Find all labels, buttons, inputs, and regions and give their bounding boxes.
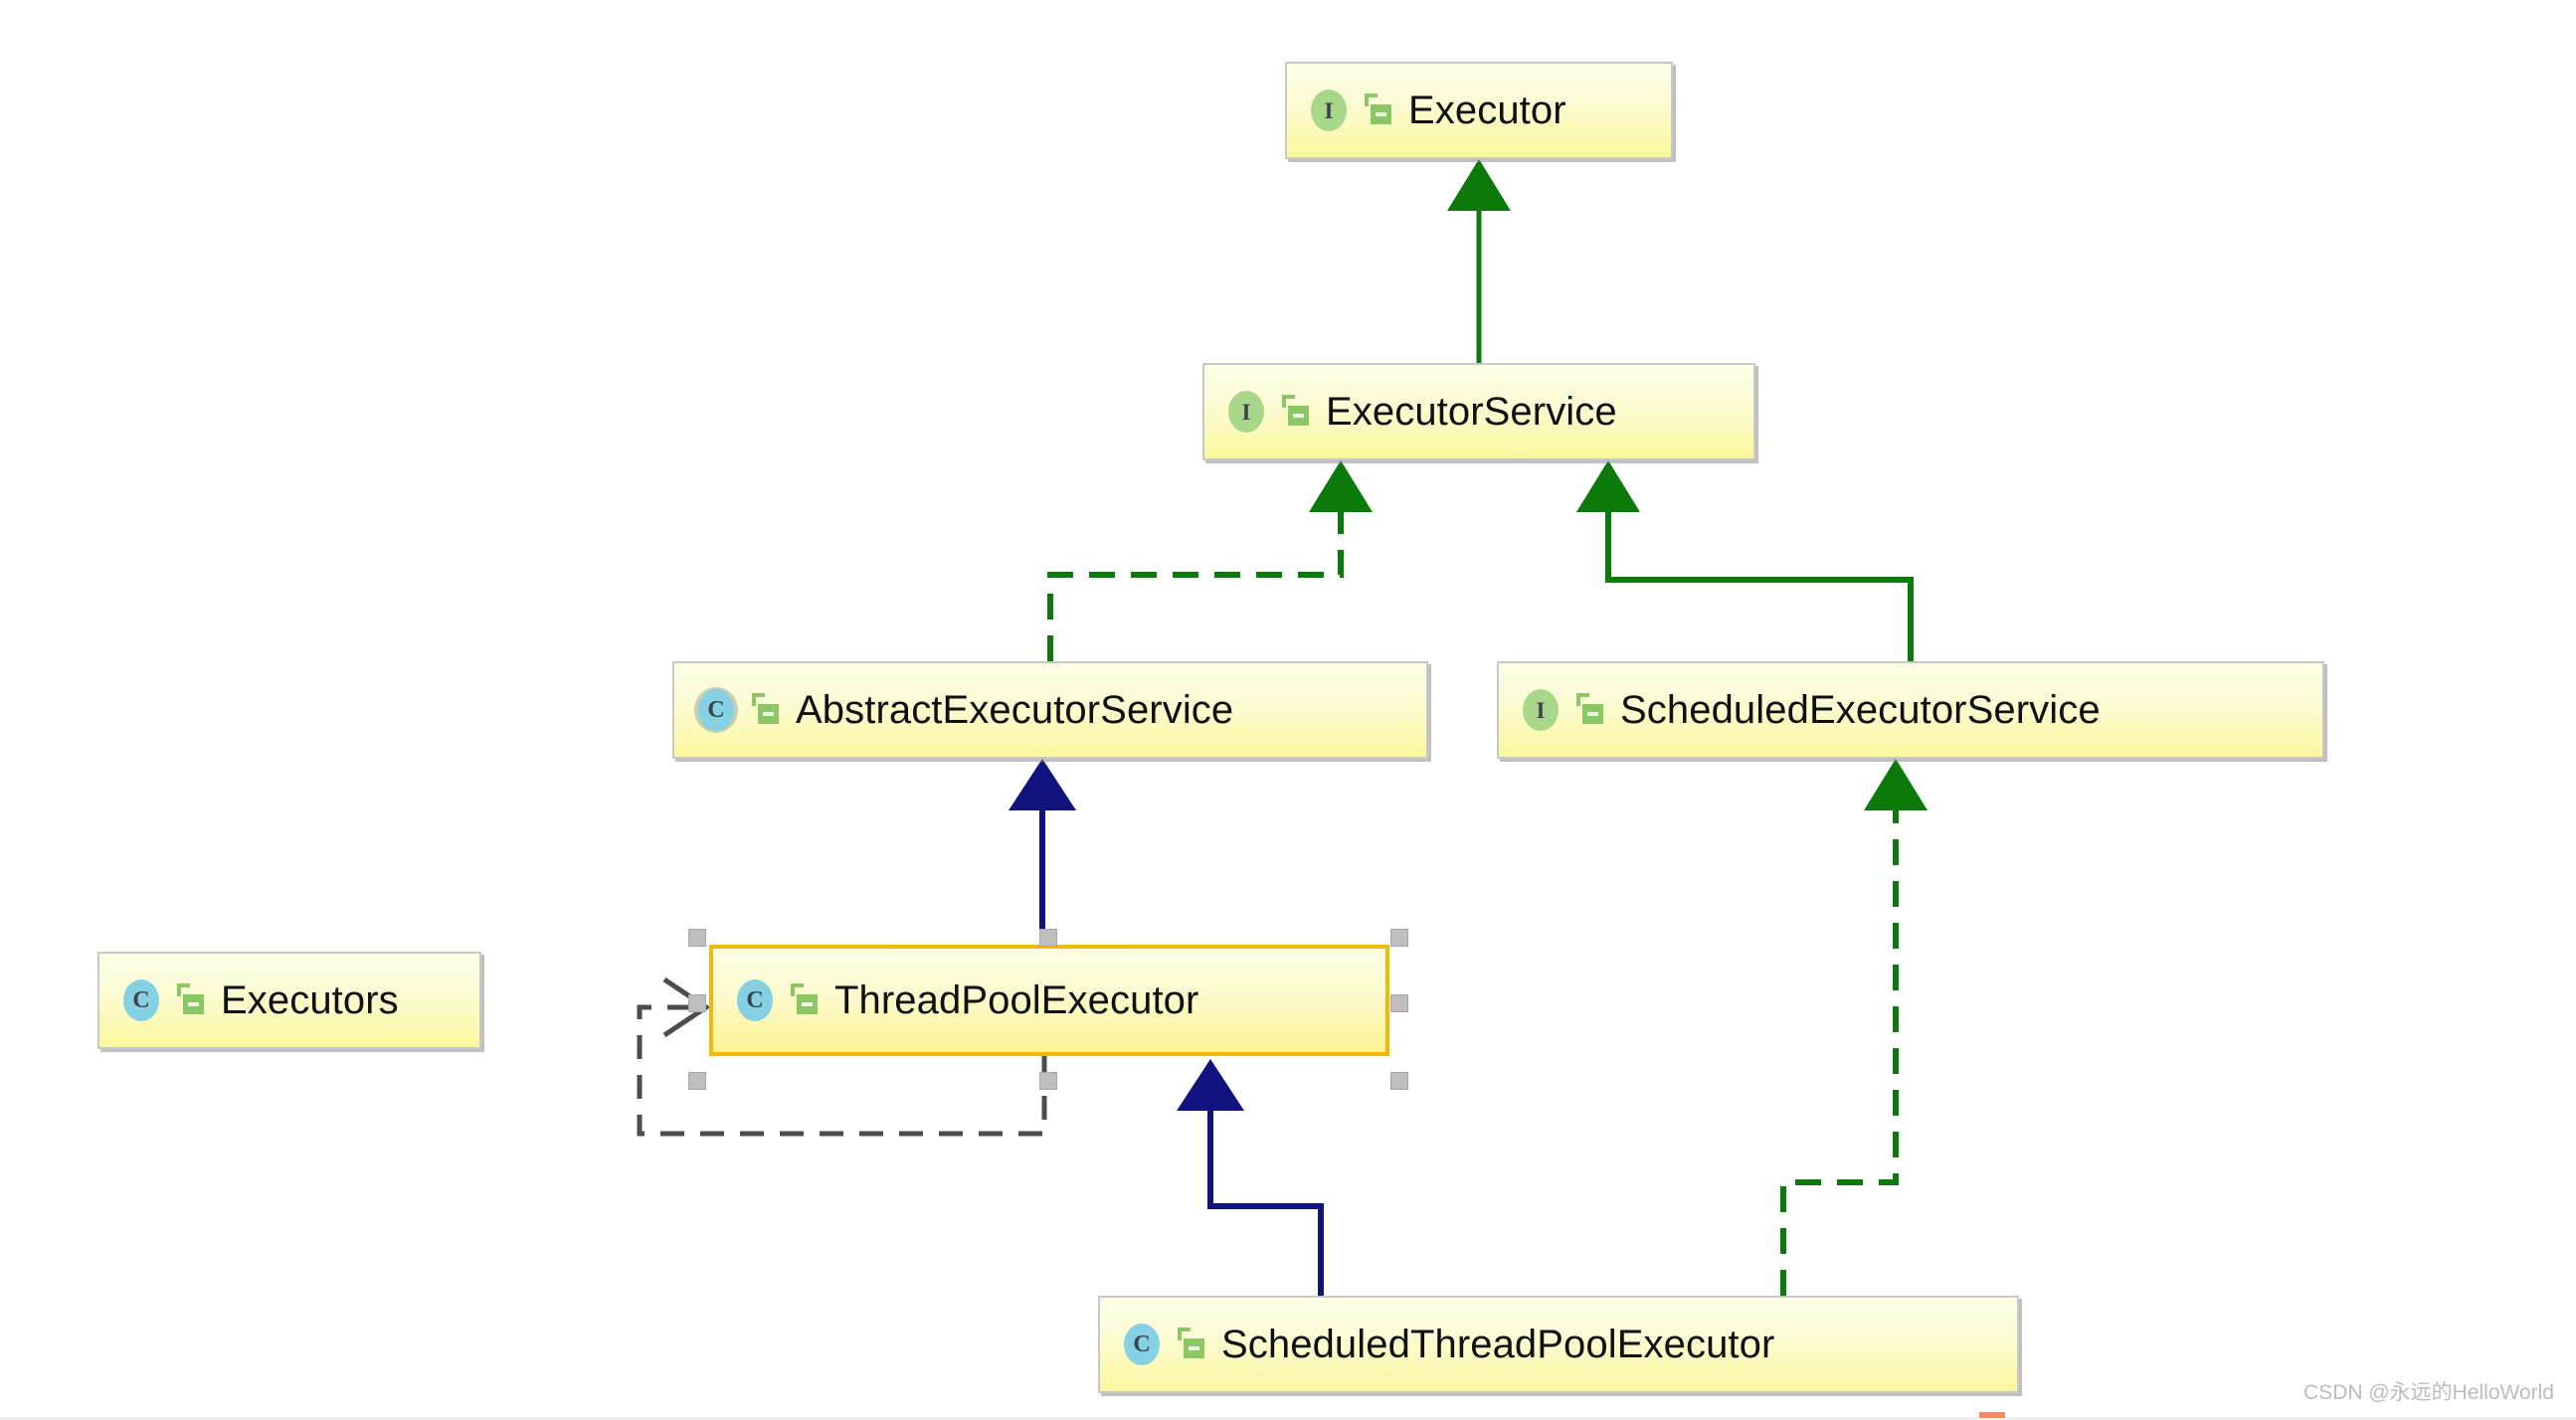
public-lock-icon [1363,93,1392,127]
node-thread-pool-executor[interactable]: C ThreadPoolExecutor [709,945,1389,1056]
interface-icon: I [1224,390,1268,434]
edge-threadpoolexecutor-extends-abstractexecutorservice[interactable] [1009,759,1076,945]
node-label: ScheduledExecutorService [1620,687,2101,732]
class-icon: C [119,978,163,1022]
node-label: ScheduledThreadPoolExecutor [1221,1322,1775,1366]
interface-icon: I [1307,89,1351,132]
node-label: ThreadPoolExecutor [834,977,1199,1022]
node-label: Executor [1408,88,1566,132]
edge-executorservice-extends-executor[interactable] [1447,159,1511,363]
node-label: ExecutorService [1326,389,1617,434]
node-abstract-executor-service[interactable]: C AbstractExecutorService [672,661,1428,759]
edge-abstractexecutorservice-implements-executorservice[interactable] [1047,460,1373,661]
public-lock-icon [175,983,205,1017]
bottom-divider [0,1417,2576,1420]
selection-handle-top-center[interactable] [1039,929,1057,947]
selection-handle-bottom-right[interactable] [1390,1072,1408,1090]
edge-scheduledthreadpoolexecutor-extends-threadpoolexecutor[interactable] [1177,1059,1324,1296]
node-executor-service[interactable]: I ExecutorService [1202,363,1755,460]
node-label: AbstractExecutorService [796,687,1234,732]
edge-scheduledthreadpoolexecutor-implements-scheduledexecutorservice[interactable] [1780,759,1928,1296]
public-lock-icon [789,983,819,1017]
public-lock-icon [750,693,780,727]
watermark-text: CSDN @永远的HelloWorld [2303,1381,2554,1404]
selection-handle-middle-left[interactable] [688,994,706,1012]
selection-handle-bottom-left[interactable] [688,1072,706,1090]
public-lock-icon [1574,693,1604,727]
public-lock-icon [1280,395,1310,429]
node-scheduled-thread-pool-executor[interactable]: C ScheduledThreadPoolExecutor [1098,1296,2019,1393]
edge-scheduledexecutorservice-extends-executorservice[interactable] [1576,460,1914,661]
interface-icon: I [1519,688,1563,732]
selection-handle-bottom-center[interactable] [1039,1072,1057,1090]
class-icon: C [1120,1323,1164,1366]
abstract-class-icon: C [694,687,738,733]
scrollbar-marker [1979,1412,2005,1418]
selection-handle-top-right[interactable] [1390,929,1408,947]
node-executor[interactable]: I Executor [1285,62,1673,159]
public-lock-icon [1176,1328,1205,1361]
node-executors[interactable]: C Executors [97,952,481,1049]
node-label: Executors [221,977,399,1022]
selection-handle-middle-right[interactable] [1390,994,1408,1012]
class-icon: C [733,978,777,1022]
node-scheduled-executor-service[interactable]: I ScheduledExecutorService [1497,661,2324,759]
selection-handle-top-left[interactable] [688,929,706,947]
